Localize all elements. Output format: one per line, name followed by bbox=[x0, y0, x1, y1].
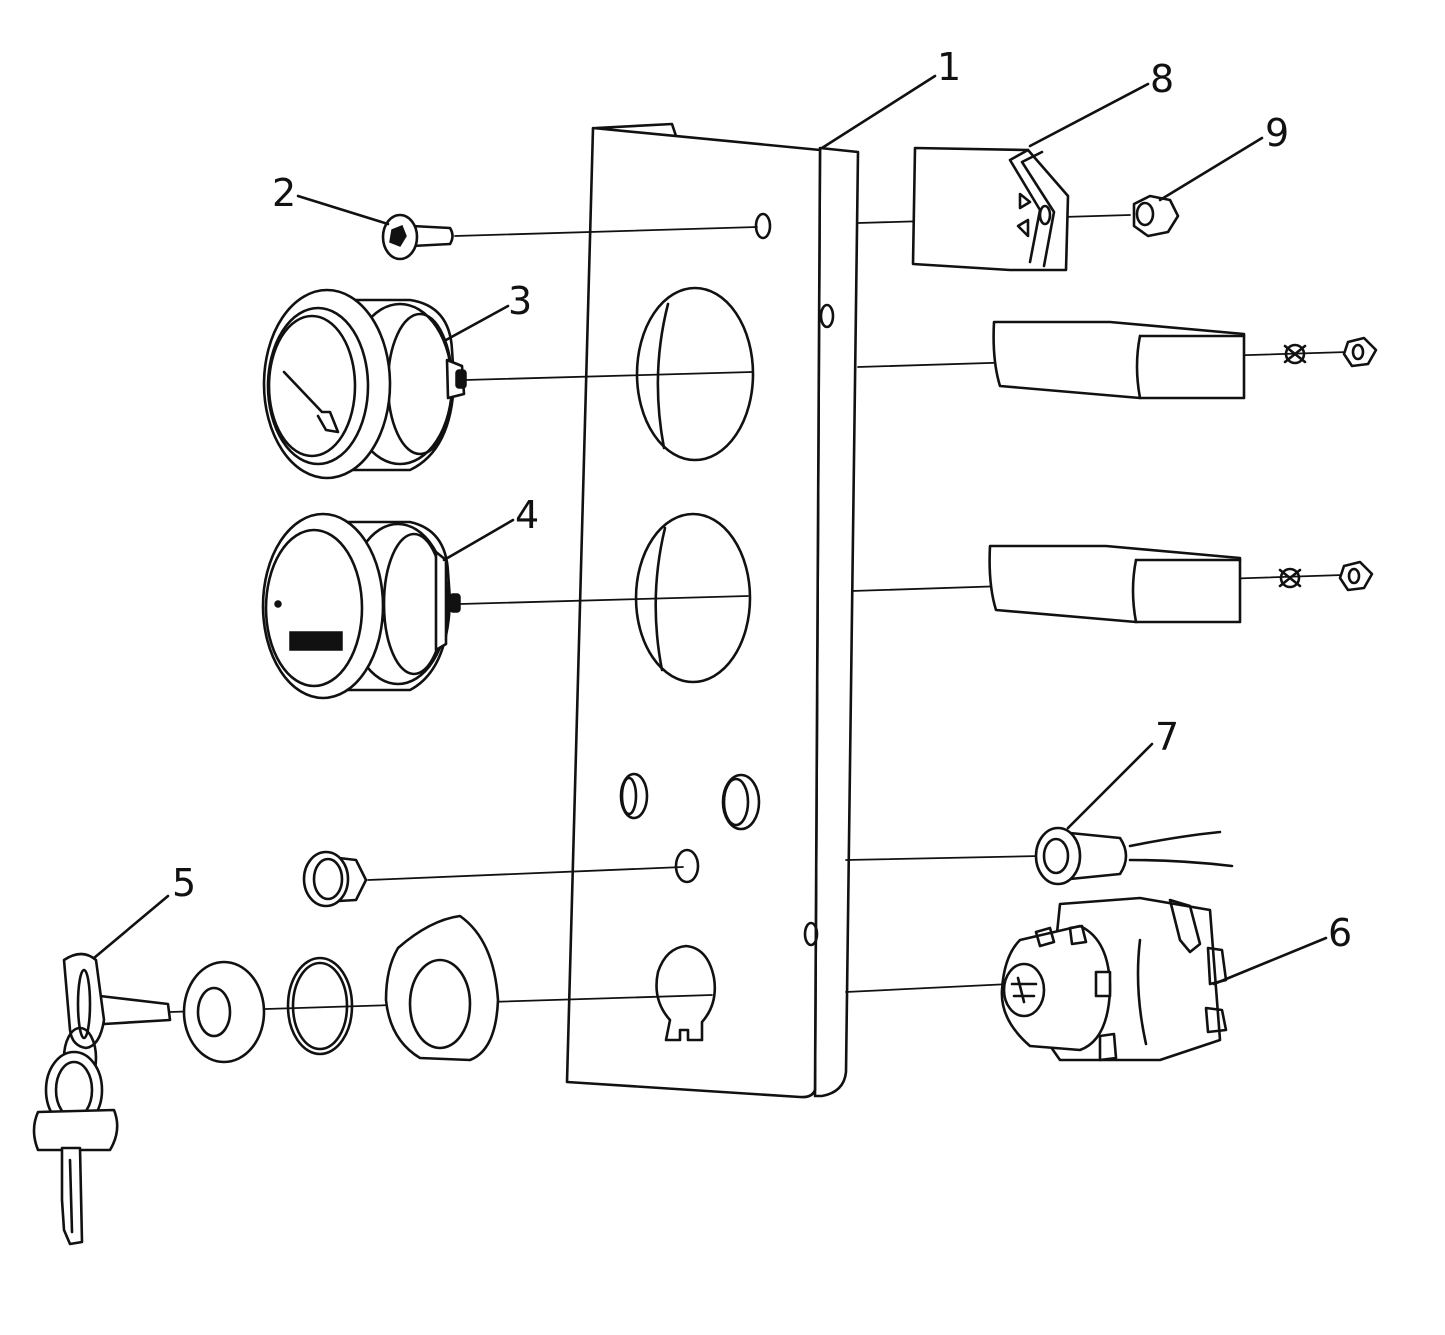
plug-part bbox=[302, 850, 368, 908]
callout-5: 5 bbox=[172, 861, 196, 905]
gauge-clamp-upper bbox=[992, 320, 1378, 400]
callout-4: 4 bbox=[515, 493, 539, 537]
dash-panel bbox=[565, 122, 860, 1099]
callout-7: 7 bbox=[1155, 715, 1179, 759]
gauge-part-3 bbox=[262, 288, 467, 480]
callout-3: 3 bbox=[508, 279, 532, 323]
callout-1: 1 bbox=[937, 45, 961, 89]
callout-8: 8 bbox=[1150, 57, 1174, 101]
nut-part-9 bbox=[1132, 194, 1180, 238]
indicator-lamp-part-7 bbox=[1034, 826, 1234, 886]
callout-6: 6 bbox=[1328, 911, 1352, 955]
ignition-switch-part-6 bbox=[1000, 896, 1228, 1062]
bracket-part-8 bbox=[911, 146, 1070, 272]
callout-9: 9 bbox=[1265, 111, 1289, 155]
callout-leaders bbox=[92, 74, 1328, 986]
callout-2: 2 bbox=[272, 171, 296, 215]
gauge-clamp-lower bbox=[988, 544, 1374, 624]
callout-labels: 1 2 3 4 5 6 7 8 9 bbox=[172, 45, 1352, 955]
key-set-part-5 bbox=[32, 914, 500, 1246]
gauge-part-4 bbox=[261, 512, 461, 700]
screw-part bbox=[381, 213, 454, 261]
